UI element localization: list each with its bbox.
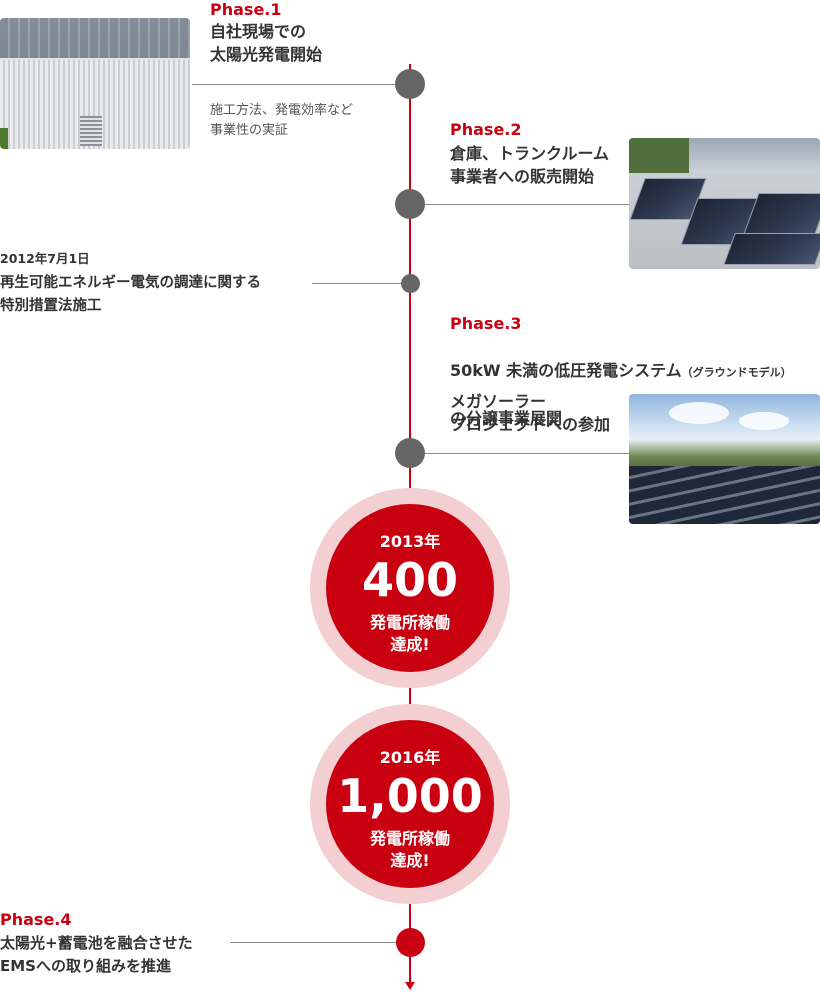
phase3-subtitle: メガソーラー プロジェクトへの参加 bbox=[450, 392, 611, 434]
phase3-connector bbox=[410, 453, 629, 454]
milestone-2016: 2016年 1,000 発電所稼働 達成! bbox=[310, 704, 510, 904]
phase4-label: Phase.4 bbox=[0, 910, 72, 929]
law-date: 2012年7月1日 bbox=[0, 251, 90, 266]
milestone-2013-circle: 2013年 400 発電所稼働 達成! bbox=[326, 504, 494, 672]
milestone-2016-label: 発電所稼働 達成! bbox=[369, 829, 450, 870]
phase2-title: 倉庫、トランクルーム 事業者への販売開始 bbox=[450, 144, 610, 186]
milestone-2013-label: 発電所稼働 達成! bbox=[369, 613, 450, 654]
phase4-title: 太陽光+蓄電池を融合させた EMSへの取り組みを推進 bbox=[0, 934, 193, 975]
phase1-note: 施工方法、発電効率など 事業性の実証 bbox=[210, 103, 354, 138]
phase4-node bbox=[396, 928, 425, 957]
phase2-photo bbox=[629, 138, 820, 269]
milestone-2016-circle: 2016年 1,000 発電所稼働 達成! bbox=[326, 720, 494, 888]
phase3-label: Phase.3 bbox=[450, 314, 522, 333]
law-connector bbox=[312, 283, 410, 284]
phase1-connector bbox=[192, 84, 410, 85]
milestone-2013-number: 400 bbox=[361, 553, 459, 607]
phase1-photo bbox=[0, 18, 190, 149]
phase3-node bbox=[395, 438, 425, 468]
law-node bbox=[401, 274, 420, 293]
phase1-node bbox=[395, 69, 425, 99]
phase3-photo bbox=[629, 394, 820, 524]
phase1-title: 自社現場での 太陽光発電開始 bbox=[210, 22, 323, 64]
timeline-arrow-down-icon bbox=[405, 982, 415, 990]
phase2-label: Phase.2 bbox=[450, 120, 522, 139]
phase3-title: 50kW 未満の低圧発電システム（グラウンドモデル） の分譲事業展開 bbox=[450, 336, 792, 430]
law-title: 再生可能エネルギー電気の調達に関する 特別措置法施工 bbox=[0, 275, 261, 314]
phase1-label: Phase.1 bbox=[210, 0, 282, 19]
phase3-title-line2: の分譲事業展開 bbox=[450, 409, 563, 428]
phase2-node bbox=[395, 189, 425, 219]
milestone-2013-year: 2013年 bbox=[379, 532, 441, 551]
milestone-2016-number: 1,000 bbox=[337, 769, 483, 823]
phase3-title-note: （グラウンドモデル） bbox=[681, 366, 792, 379]
phase2-connector bbox=[410, 204, 629, 205]
phase3-title-main: 50kW 未満の低圧発電システム bbox=[450, 361, 682, 380]
milestone-2013: 2013年 400 発電所稼働 達成! bbox=[310, 488, 510, 688]
phase4-connector bbox=[230, 942, 410, 943]
milestone-2016-year: 2016年 bbox=[379, 748, 441, 767]
